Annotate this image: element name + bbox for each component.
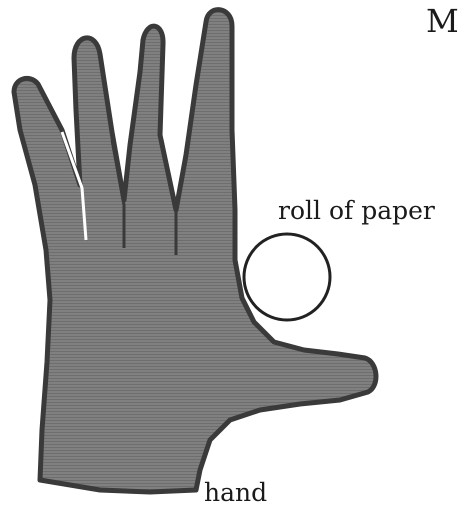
corner-letter: M (426, 2, 459, 40)
roll-of-paper-circle (244, 234, 330, 320)
hand-label: hand (204, 478, 267, 507)
roll-of-paper-label: roll of paper (278, 196, 435, 225)
